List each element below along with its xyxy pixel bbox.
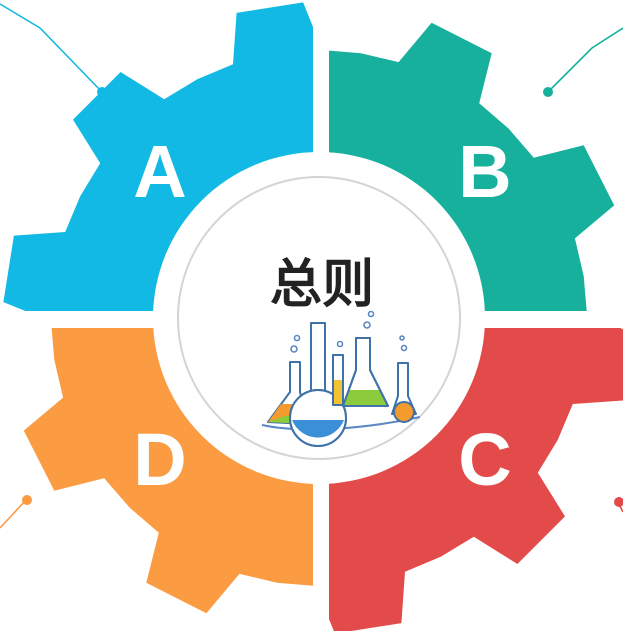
connector-a — [0, 3, 107, 97]
segment-a-label: A — [133, 130, 186, 213]
segment-d-label: D — [133, 418, 186, 501]
lab-flasks-icon — [261, 310, 421, 447]
segment-c-label: C — [458, 418, 511, 501]
connector-b — [543, 27, 623, 97]
center-ring — [177, 176, 461, 460]
center-title: 总则 — [270, 255, 374, 315]
segment-b-label: B — [458, 130, 511, 213]
connector-d — [0, 495, 32, 529]
connector-c — [614, 497, 623, 513]
